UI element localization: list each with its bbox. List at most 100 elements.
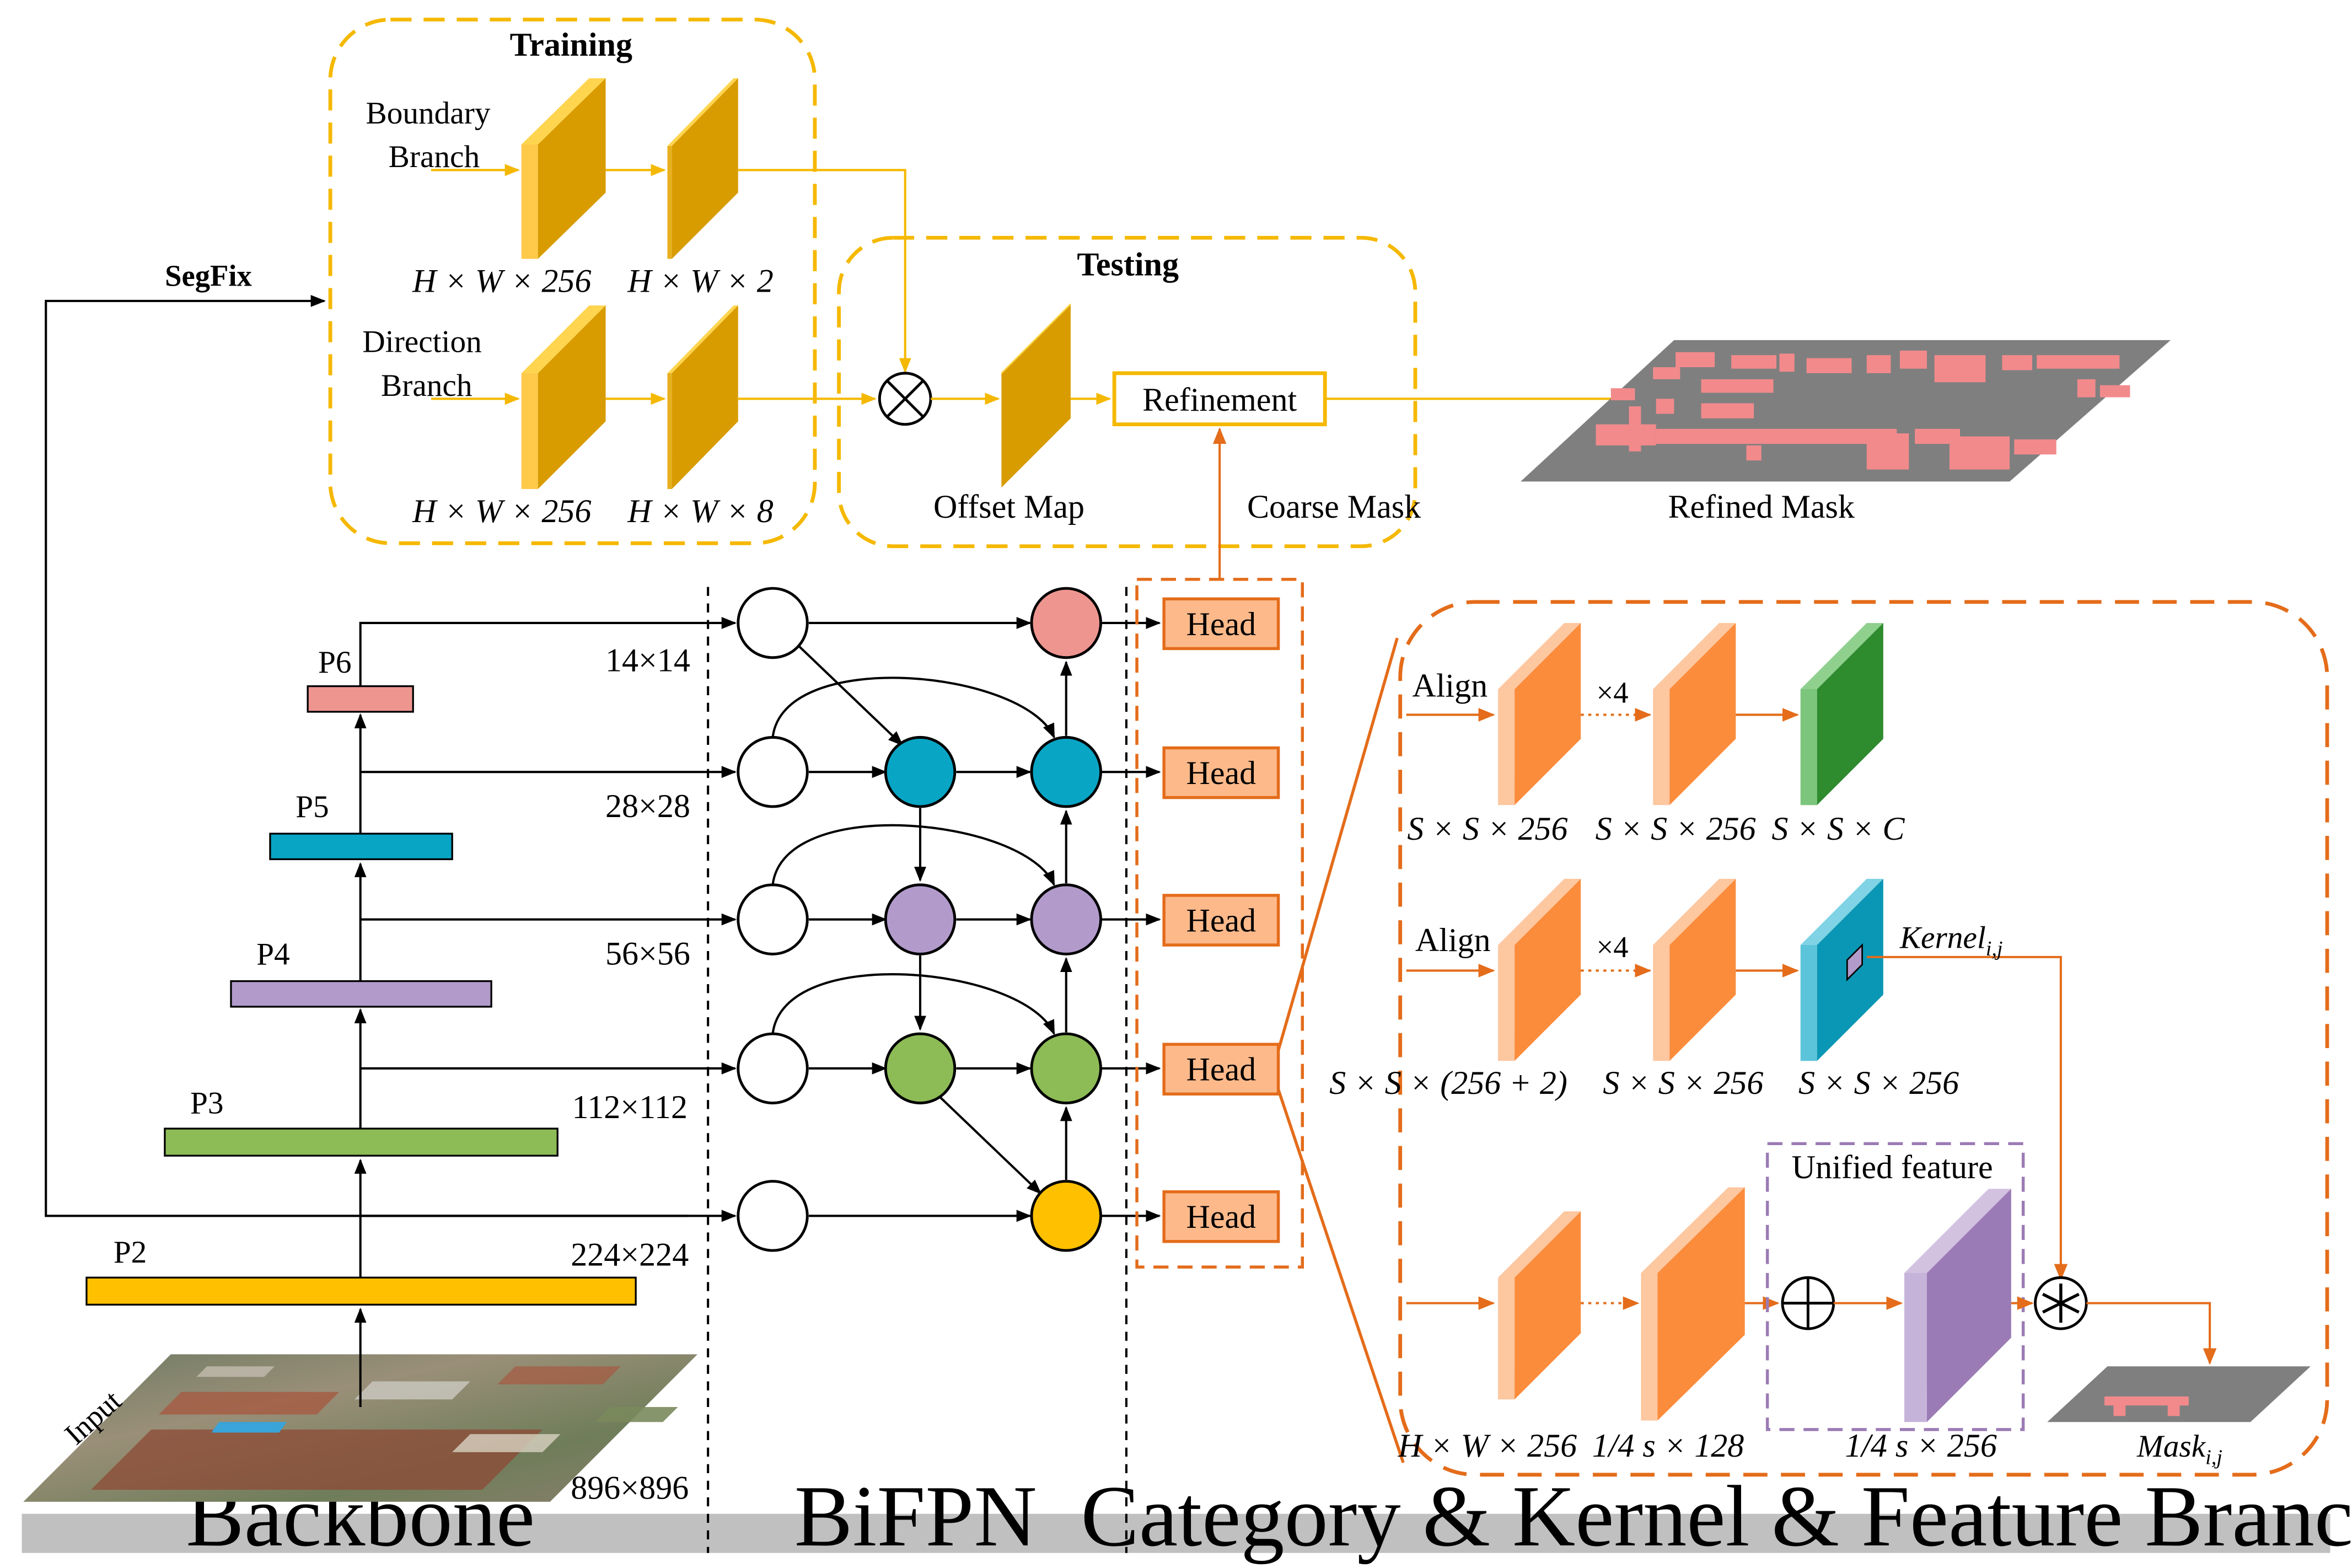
- bifpn-mid-node-p4: [884, 883, 957, 955]
- refined-mask-label: Refined Mask: [1668, 488, 1855, 525]
- bifpn-input-node-p3: [737, 1032, 809, 1105]
- category-kernel-feature-branch: Align ×4 S × S × 256 S × S × 256 S × S ×…: [1329, 600, 2329, 1477]
- head-box-p3: [1162, 1043, 1280, 1096]
- p6-bar: [307, 685, 414, 713]
- bifpn-out-node-p4: [1030, 883, 1102, 955]
- bifpn-out-node-p6: [1030, 587, 1102, 659]
- bifpn-input-node-p2: [737, 1180, 809, 1252]
- input-size-label: 896×896: [571, 1469, 689, 1506]
- row2-dim-1: S × S × (256 + 2): [1329, 1064, 1567, 1101]
- bottom-label-branch: Category & Kernel & Feature Branch: [1081, 1468, 2352, 1565]
- offset-map-cube: [1001, 303, 1071, 488]
- p2-bar: [85, 1276, 637, 1306]
- bifpn-out-node-p2: [1030, 1180, 1102, 1252]
- p2-label: P2: [114, 1235, 147, 1270]
- p3-label: P3: [190, 1086, 224, 1121]
- boundary-dim-2: H × W × 2: [627, 262, 773, 299]
- size-224: 224×224: [571, 1236, 689, 1272]
- bifpn-out-node-p5: [1030, 735, 1102, 808]
- align-label-kernel: Align: [1415, 921, 1491, 958]
- direction-feature-cube-8: [667, 305, 738, 490]
- coarse-mask-label: Coarse Mask: [1247, 488, 1421, 525]
- direction-feature-cube-256: [521, 305, 606, 490]
- head-box-p6: [1162, 597, 1280, 651]
- segfix-arrow: [45, 294, 689, 1217]
- segfix-label: SegFix: [165, 259, 252, 293]
- kernel-output-cube: [1800, 878, 1883, 1061]
- head-box-p5: [1162, 746, 1280, 799]
- row1-dim-3: S × S × C: [1771, 810, 1905, 847]
- unified-feature-label: Unified feature: [1792, 1148, 1993, 1185]
- head-label-p3: Head: [1186, 1051, 1256, 1088]
- category-output-cube: [1800, 622, 1883, 806]
- row3-dim-2: 1/4 s × 128: [1592, 1427, 1744, 1464]
- bifpn-input-node-p4: [737, 883, 809, 955]
- offset-map-label: Offset Map: [933, 488, 1084, 525]
- refinement-box: [1112, 371, 1327, 427]
- direction-dim-256: H × W × 256: [412, 492, 591, 529]
- p5-bar: [269, 833, 453, 861]
- unified-feature-cube: [1904, 1189, 2011, 1422]
- training-box: Training Boundary Branch Direction Branc…: [328, 18, 817, 545]
- heads: Head Head Head Head Head: [1135, 578, 1304, 1269]
- row1-dim-1: S × S × 256: [1407, 810, 1567, 847]
- kernel-cube-2: [1653, 878, 1736, 1061]
- refined-mask-image: [1521, 340, 2171, 482]
- direction-branch-label-line2: Branch: [381, 368, 472, 403]
- training-title: Training: [510, 26, 632, 63]
- category-cube-1: [1498, 622, 1581, 806]
- convolution-operator-icon: [2034, 1276, 2088, 1330]
- boundary-feature-cube-256: [521, 78, 606, 259]
- bifpn-out-node-p3: [1030, 1032, 1102, 1105]
- input-aerial-image: [23, 1354, 698, 1502]
- align-label-category: Align: [1412, 667, 1488, 704]
- testing-box: Testing Refinement Offset Map Coarse Mas…: [738, 169, 1421, 579]
- head-box-p2: [1162, 1190, 1280, 1243]
- p3-bar: [164, 1127, 559, 1157]
- p4-label: P4: [256, 937, 290, 972]
- row3-dim-1: H × W × 256: [1398, 1427, 1577, 1464]
- x4-label-kernel: ×4: [1596, 930, 1628, 964]
- boundary-feature-cube-2: [667, 78, 738, 259]
- mask-label: Maski,j: [2136, 1429, 2222, 1469]
- direction-branch-label-line1: Direction: [362, 325, 481, 359]
- bifpn-mid-node-p3: [884, 1032, 957, 1105]
- add-operator-icon: [1781, 1276, 1835, 1330]
- bifpn-input-node-p5: [737, 735, 809, 808]
- boundary-branch-label-line2: Branch: [389, 139, 480, 174]
- size-14: 14×14: [605, 641, 690, 678]
- bifpn: [737, 587, 1161, 1252]
- head-label-p2: Head: [1186, 1198, 1256, 1235]
- feature-cube-1: [1498, 1211, 1581, 1400]
- category-cube-2: [1653, 622, 1736, 806]
- fanout-line-top: [1276, 637, 1399, 1051]
- kernel-cube-1: [1498, 878, 1581, 1061]
- boundary-dim-256: H × W × 256: [412, 262, 591, 299]
- head-label-p4: Head: [1186, 901, 1256, 938]
- x4-label-category: ×4: [1596, 676, 1628, 710]
- testing-title: Testing: [1077, 245, 1179, 282]
- refinement-label: Refinement: [1142, 381, 1297, 418]
- p6-label: P6: [318, 645, 352, 680]
- head-label-p6: Head: [1186, 605, 1256, 642]
- head-label-p5: Head: [1186, 754, 1256, 791]
- kernel-label: Kerneli,j: [1899, 921, 2003, 961]
- size-28: 28×28: [605, 787, 690, 824]
- size-112: 112×112: [572, 1088, 688, 1125]
- boundary-branch-label-line1: Boundary: [366, 96, 491, 131]
- mask-output-image: [2047, 1366, 2311, 1422]
- p5-label: P5: [296, 790, 329, 824]
- p4-bar: [230, 980, 492, 1008]
- size-56: 56×56: [605, 935, 690, 972]
- direction-dim-8: H × W × 8: [627, 492, 773, 529]
- multiply-operator-icon: [878, 372, 932, 426]
- backbone: Input 896×896 P6 P5 P4 P3 P2 14×14 28×28…: [23, 617, 737, 1506]
- bifpn-input-node-p6: [737, 587, 809, 659]
- unified-feature-box: [1765, 1142, 2025, 1431]
- bottom-label-bifpn: BiFPN: [794, 1468, 1037, 1565]
- row2-dim-2: S × S × 256: [1603, 1064, 1763, 1101]
- bifpn-mid-node-p5: [884, 735, 957, 808]
- feature-cube-2: [1641, 1187, 1745, 1421]
- row1-dim-2: S × S × 256: [1596, 810, 1756, 847]
